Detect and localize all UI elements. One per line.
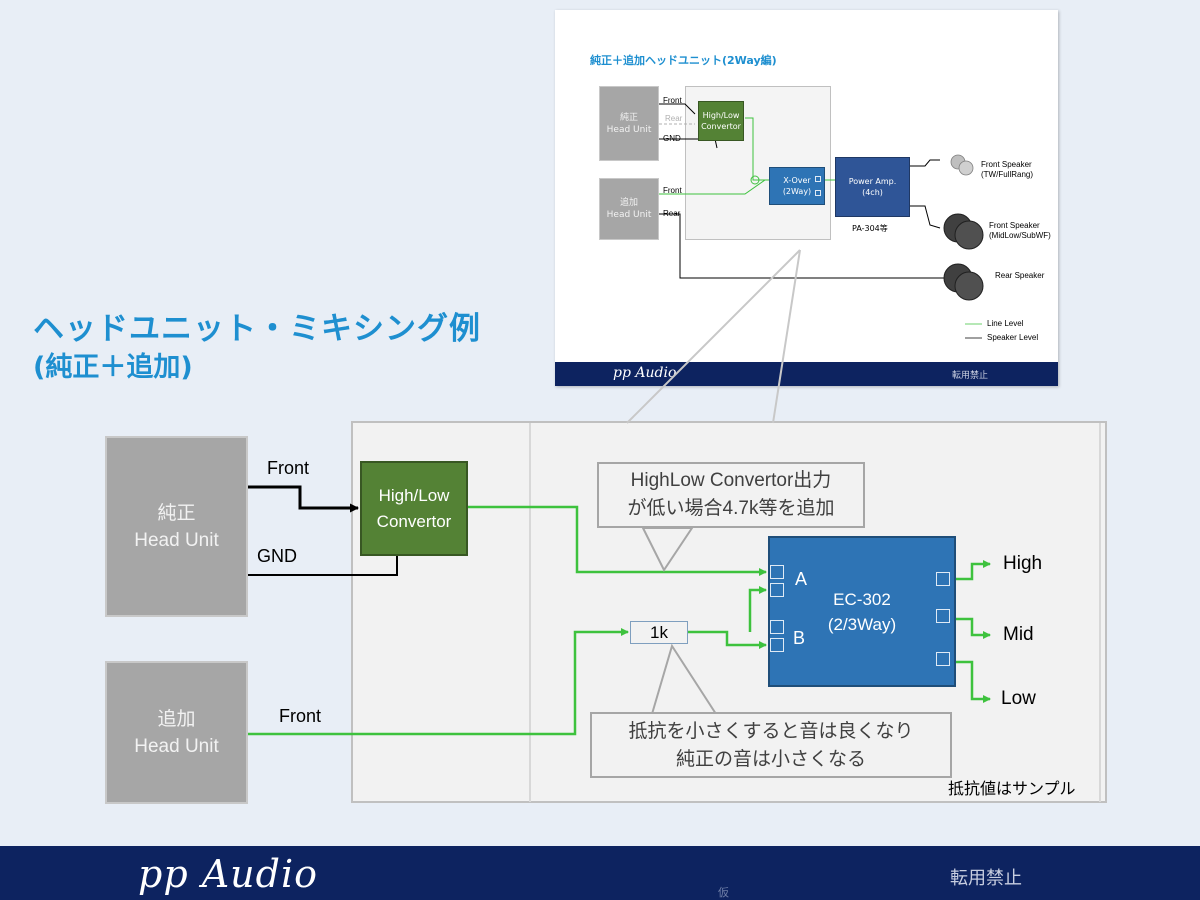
thumbnail-wire-gnd: GND <box>663 134 681 143</box>
inner-enclosure <box>529 423 1101 802</box>
thumbnail-legend-speaker: Speaker Level <box>987 333 1039 342</box>
resistor-1k: 1k <box>630 621 688 644</box>
output-mid-label: Mid <box>1003 624 1034 645</box>
thumbnail-wires <box>659 103 984 339</box>
input-b-label: B <box>793 628 806 648</box>
thumbnail-hl-convertor: High/Low Convertor <box>698 101 744 141</box>
footer-notice: 転用禁止 <box>950 868 1022 889</box>
ec302-input-port <box>770 638 784 652</box>
output-high-label: High <box>1003 553 1043 574</box>
thumbnail-legend-line: Line Level <box>987 319 1024 328</box>
wire-label-gnd: GND <box>257 546 297 566</box>
ec302-input-port <box>770 583 784 597</box>
input-a-label: A <box>795 569 808 589</box>
thumbnail-xover-port <box>815 190 821 196</box>
page-title-line2: (純正＋追加) <box>33 352 193 383</box>
footer-brand: pp Audio <box>138 852 319 896</box>
thumbnail-added-head-unit: 追加 Head Unit <box>599 178 659 240</box>
thumbnail-slide: 純正＋追加ヘッドユニット(2Way編) 純正 Head <box>555 10 1058 386</box>
thumbnail-power-amp: Power Amp. (4ch) <box>835 157 910 217</box>
thumbnail-title: 純正＋追加ヘッドユニット(2Way編) <box>590 54 777 67</box>
oem-head-unit: 純正 Head Unit <box>105 436 248 617</box>
ec302-output-port <box>936 609 950 623</box>
sample-value-note: 抵抗値はサンプル <box>948 779 1076 798</box>
thumbnail-wire-front: Front <box>663 96 682 105</box>
thumbnail-footer-notice: 転用禁止 <box>952 371 989 381</box>
thumbnail-wire-front2: Front <box>663 186 682 195</box>
thumbnail-wire-rear2: Rear <box>663 209 681 218</box>
thumbnail-footer-brand: pp Audio <box>613 365 677 381</box>
high-low-convertor: High/Low Convertor <box>360 461 468 556</box>
callout-resistor-note: 抵抗を小さくすると音は良くなり 純正の音は小さくなる <box>590 712 952 778</box>
thumbnail-amp-model: PA-304等 <box>852 224 888 233</box>
ec302-input-port <box>770 565 784 579</box>
thumbnail-oem-head-unit: 純正 Head Unit <box>599 86 659 161</box>
page-title-line1: ヘッドユニット・ミキシング例 <box>33 311 481 347</box>
wire-label-front-added: Front <box>279 706 322 726</box>
wire-label-front-oem: Front <box>267 458 310 478</box>
ec302-input-port <box>770 620 784 634</box>
page-title: ヘッドユニット・ミキシング例 (純正＋追加) <box>33 309 481 387</box>
thumbnail-xover: X-Over (2Way) <box>769 167 825 205</box>
added-head-unit: 追加 Head Unit <box>105 661 248 804</box>
footer-bar: pp Audio 仮 転用禁止 <box>0 846 1200 900</box>
ec302-output-port <box>936 572 950 586</box>
thumbnail-speaker-rear: Rear Speaker <box>995 271 1045 280</box>
thumbnail-footer: pp Audio 転用禁止 <box>555 362 1058 386</box>
callout-convertor-output: HighLow Convertor出力 が低い場合4.7k等を追加 <box>597 462 865 528</box>
ec302-output-port <box>936 652 950 666</box>
thumbnail-speaker-tw: Front Speaker (TW/FullRang) <box>981 160 1034 179</box>
footer-tiny-mark: 仮 <box>718 886 729 899</box>
thumbnail-xover-port <box>815 176 821 182</box>
thumbnail-speaker-mid: Front Speaker (MidLow/SubWF) <box>989 221 1051 240</box>
ec302-crossover: EC-302 (2/3Way) <box>768 536 956 687</box>
output-low-label: Low <box>1001 688 1036 709</box>
thumbnail-wire-rear: Rear <box>665 114 683 123</box>
